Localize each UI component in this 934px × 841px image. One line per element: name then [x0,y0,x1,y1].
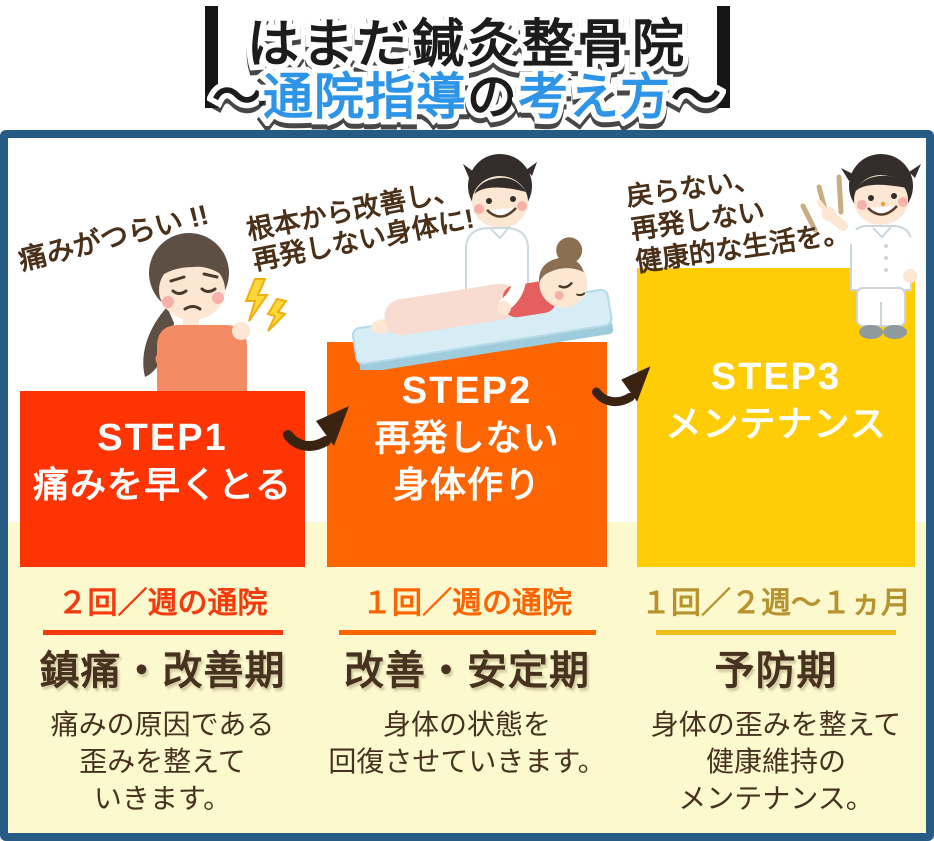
step3-desc-line1: 身体の歪みを整えて [650,709,902,740]
woman-in-pain-illustration [143,233,288,400]
step1-underline [42,630,283,635]
practitioner-head [463,154,537,228]
step1-frequency: ２回／週の通院 [57,587,268,620]
header: はまだ鍼灸整骨院 ～通院指導の考え方～ [0,0,934,130]
step1-desc-line2: 歪みを整えて [79,746,246,777]
pain-lightning-icon [244,278,288,332]
step1-to-step2-arrow-icon [283,406,349,451]
step3-label: STEP3 [710,356,842,398]
step2-to-step3-arrow-icon [592,366,651,407]
step2-name-line2: 身体作り [392,464,541,505]
doctor-legs [856,287,907,339]
step3-desc-line2: 健康維持の [705,746,846,777]
patient-lying [370,237,588,336]
subtitle-particle: の [467,57,518,129]
step1-name: 痛みを早くとる [32,464,292,505]
doctor-head [841,154,921,225]
step2-label: STEP2 [401,370,533,412]
woman-body [155,313,250,400]
step2-underline [338,630,596,635]
step3-desc-line3: メンテナンス。 [678,783,874,814]
subtitle-tilde-right: ～ [671,57,722,129]
step1-desc-line3: いきます。 [93,783,232,814]
step1-details: ２回／週の通院 鎮痛・改善期 痛みの原因である 歪みを整えて いきます。 [20,586,305,817]
step2-desc-line1: 身体の状態を [382,709,551,740]
subtitle-blue-part1: 通院指導 [263,57,467,129]
step3-details: １回／２週～１ヵ月 予防期 身体の歪みを整えて 健康維持の メンテナンス。 [627,586,925,817]
step3-name: メンテナンス [665,403,887,444]
page-subtitle: ～通院指導の考え方～ [0,57,934,129]
subtitle-blue-part2: 考え方 [518,57,671,129]
step2-name-line1: 再発しない [374,417,560,458]
step1-label: STEP1 [97,417,228,459]
step2-phase: 改善・安定期 [344,649,590,693]
step1-description: 痛みの原因である 歪みを整えて いきます。 [20,706,305,817]
step2-box: STEP2 再発しない 身体作り [327,342,607,567]
subtitle-tilde-left: ～ [212,57,263,129]
practitioner-arm [497,249,527,315]
massage-table [351,237,614,370]
step2-frequency: １回／週の通院 [362,587,572,620]
step3-phase: 予防期 [714,649,838,693]
woman-face [157,255,225,320]
practitioner-pointing-illustration [800,154,923,339]
practitioner-massaging-patient-illustration [351,154,614,370]
step1-phase: 鎮痛・改善期 [39,649,286,693]
step3-description: 身体の歪みを整えて 健康維持の メンテナンス。 [627,706,925,817]
doctor-pointing-arm [816,199,866,249]
step3-frequency: １回／２週～１ヵ月 [641,587,911,620]
step2-details: １回／週の通院 改善・安定期 身体の状態を 回復させていきます。 [327,586,607,780]
step3-underline [656,630,896,635]
schedule-band [8,522,926,833]
step1-box: STEP1 痛みを早くとる [20,391,305,567]
step1-desc-line1: 痛みの原因である [50,709,275,740]
step2-desc-line2: 回復させていきます。 [328,746,606,777]
step2-description: 身体の状態を 回復させていきます。 [327,706,607,780]
